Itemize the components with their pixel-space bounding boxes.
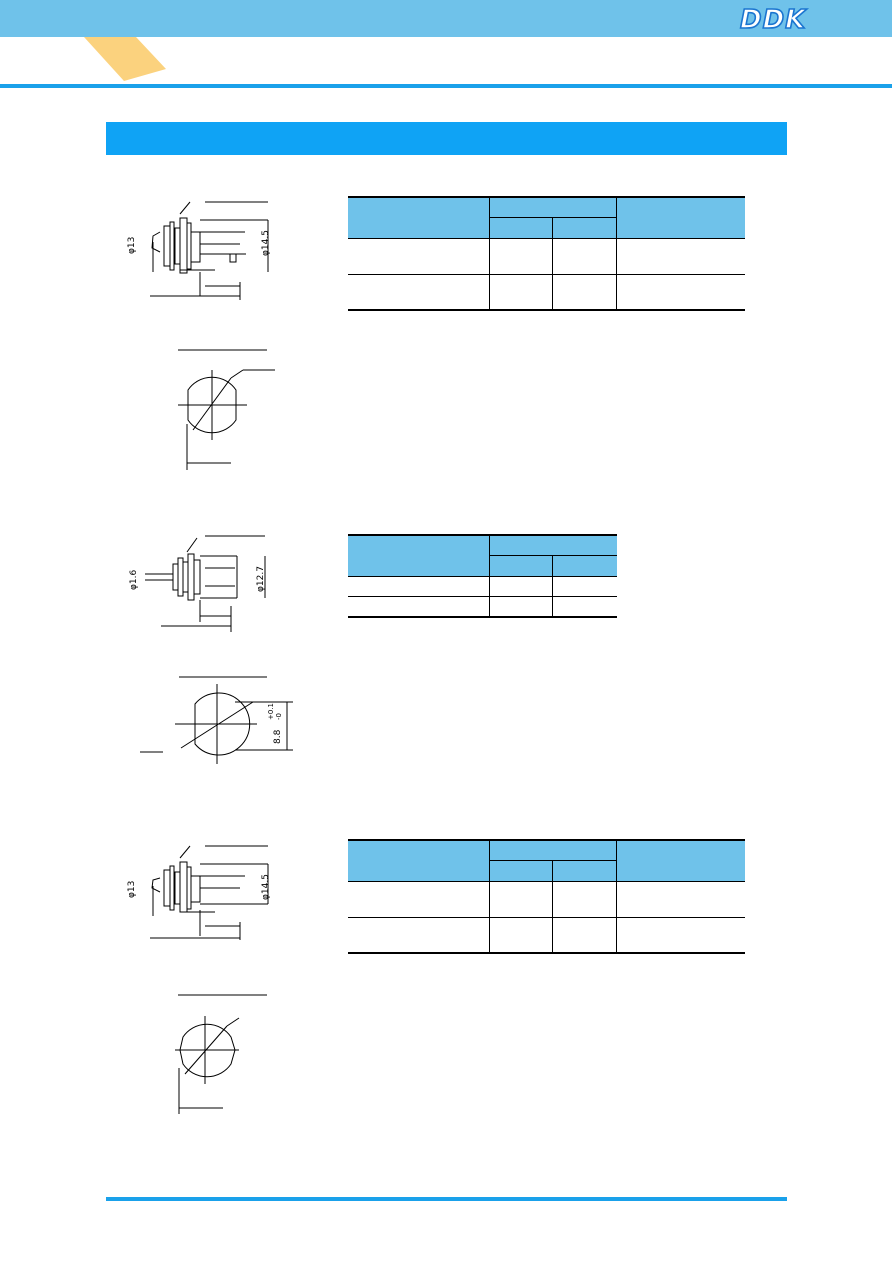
front-view-drawing-3 — [175, 994, 267, 1114]
svg-text:φ14.5: φ14.5 — [261, 230, 271, 256]
ddk-logo: DDK — [739, 6, 807, 34]
table-row — [348, 596, 617, 618]
svg-text:-0: -0 — [275, 713, 283, 720]
table-row — [348, 917, 745, 954]
side-view-drawing-1: φ13 φ14.5 — [127, 201, 271, 300]
spec-table-2 — [348, 534, 617, 618]
svg-text:+0.1: +0.1 — [267, 703, 275, 720]
svg-text:φ1.6: φ1.6 — [129, 569, 139, 590]
svg-text:8.8: 8.8 — [273, 729, 283, 744]
spec-table-3 — [348, 839, 745, 954]
svg-text:φ14.5: φ14.5 — [261, 874, 271, 900]
spec-table-1 — [348, 196, 745, 311]
side-view-drawing-2: φ1.6 φ12.7 — [129, 535, 266, 632]
table-row — [348, 238, 745, 275]
svg-text:φ12.7: φ12.7 — [256, 566, 266, 592]
side-view-drawing-3: φ13 φ14.5 — [127, 845, 271, 940]
footer-rule — [106, 1197, 787, 1201]
front-view-drawing-1 — [178, 349, 275, 470]
table-row — [348, 274, 745, 311]
svg-text:DDK: DDK — [740, 6, 807, 34]
table-row — [348, 576, 617, 597]
svg-text:φ13: φ13 — [127, 237, 137, 254]
svg-text:φ13: φ13 — [127, 881, 137, 898]
tab-decoration — [84, 37, 166, 81]
header-band — [0, 0, 892, 37]
section-title-bar — [106, 122, 787, 155]
table-row — [348, 881, 745, 918]
front-view-drawing-2: 8.8 +0.1 -0 — [140, 676, 293, 764]
header-rule — [0, 84, 892, 88]
